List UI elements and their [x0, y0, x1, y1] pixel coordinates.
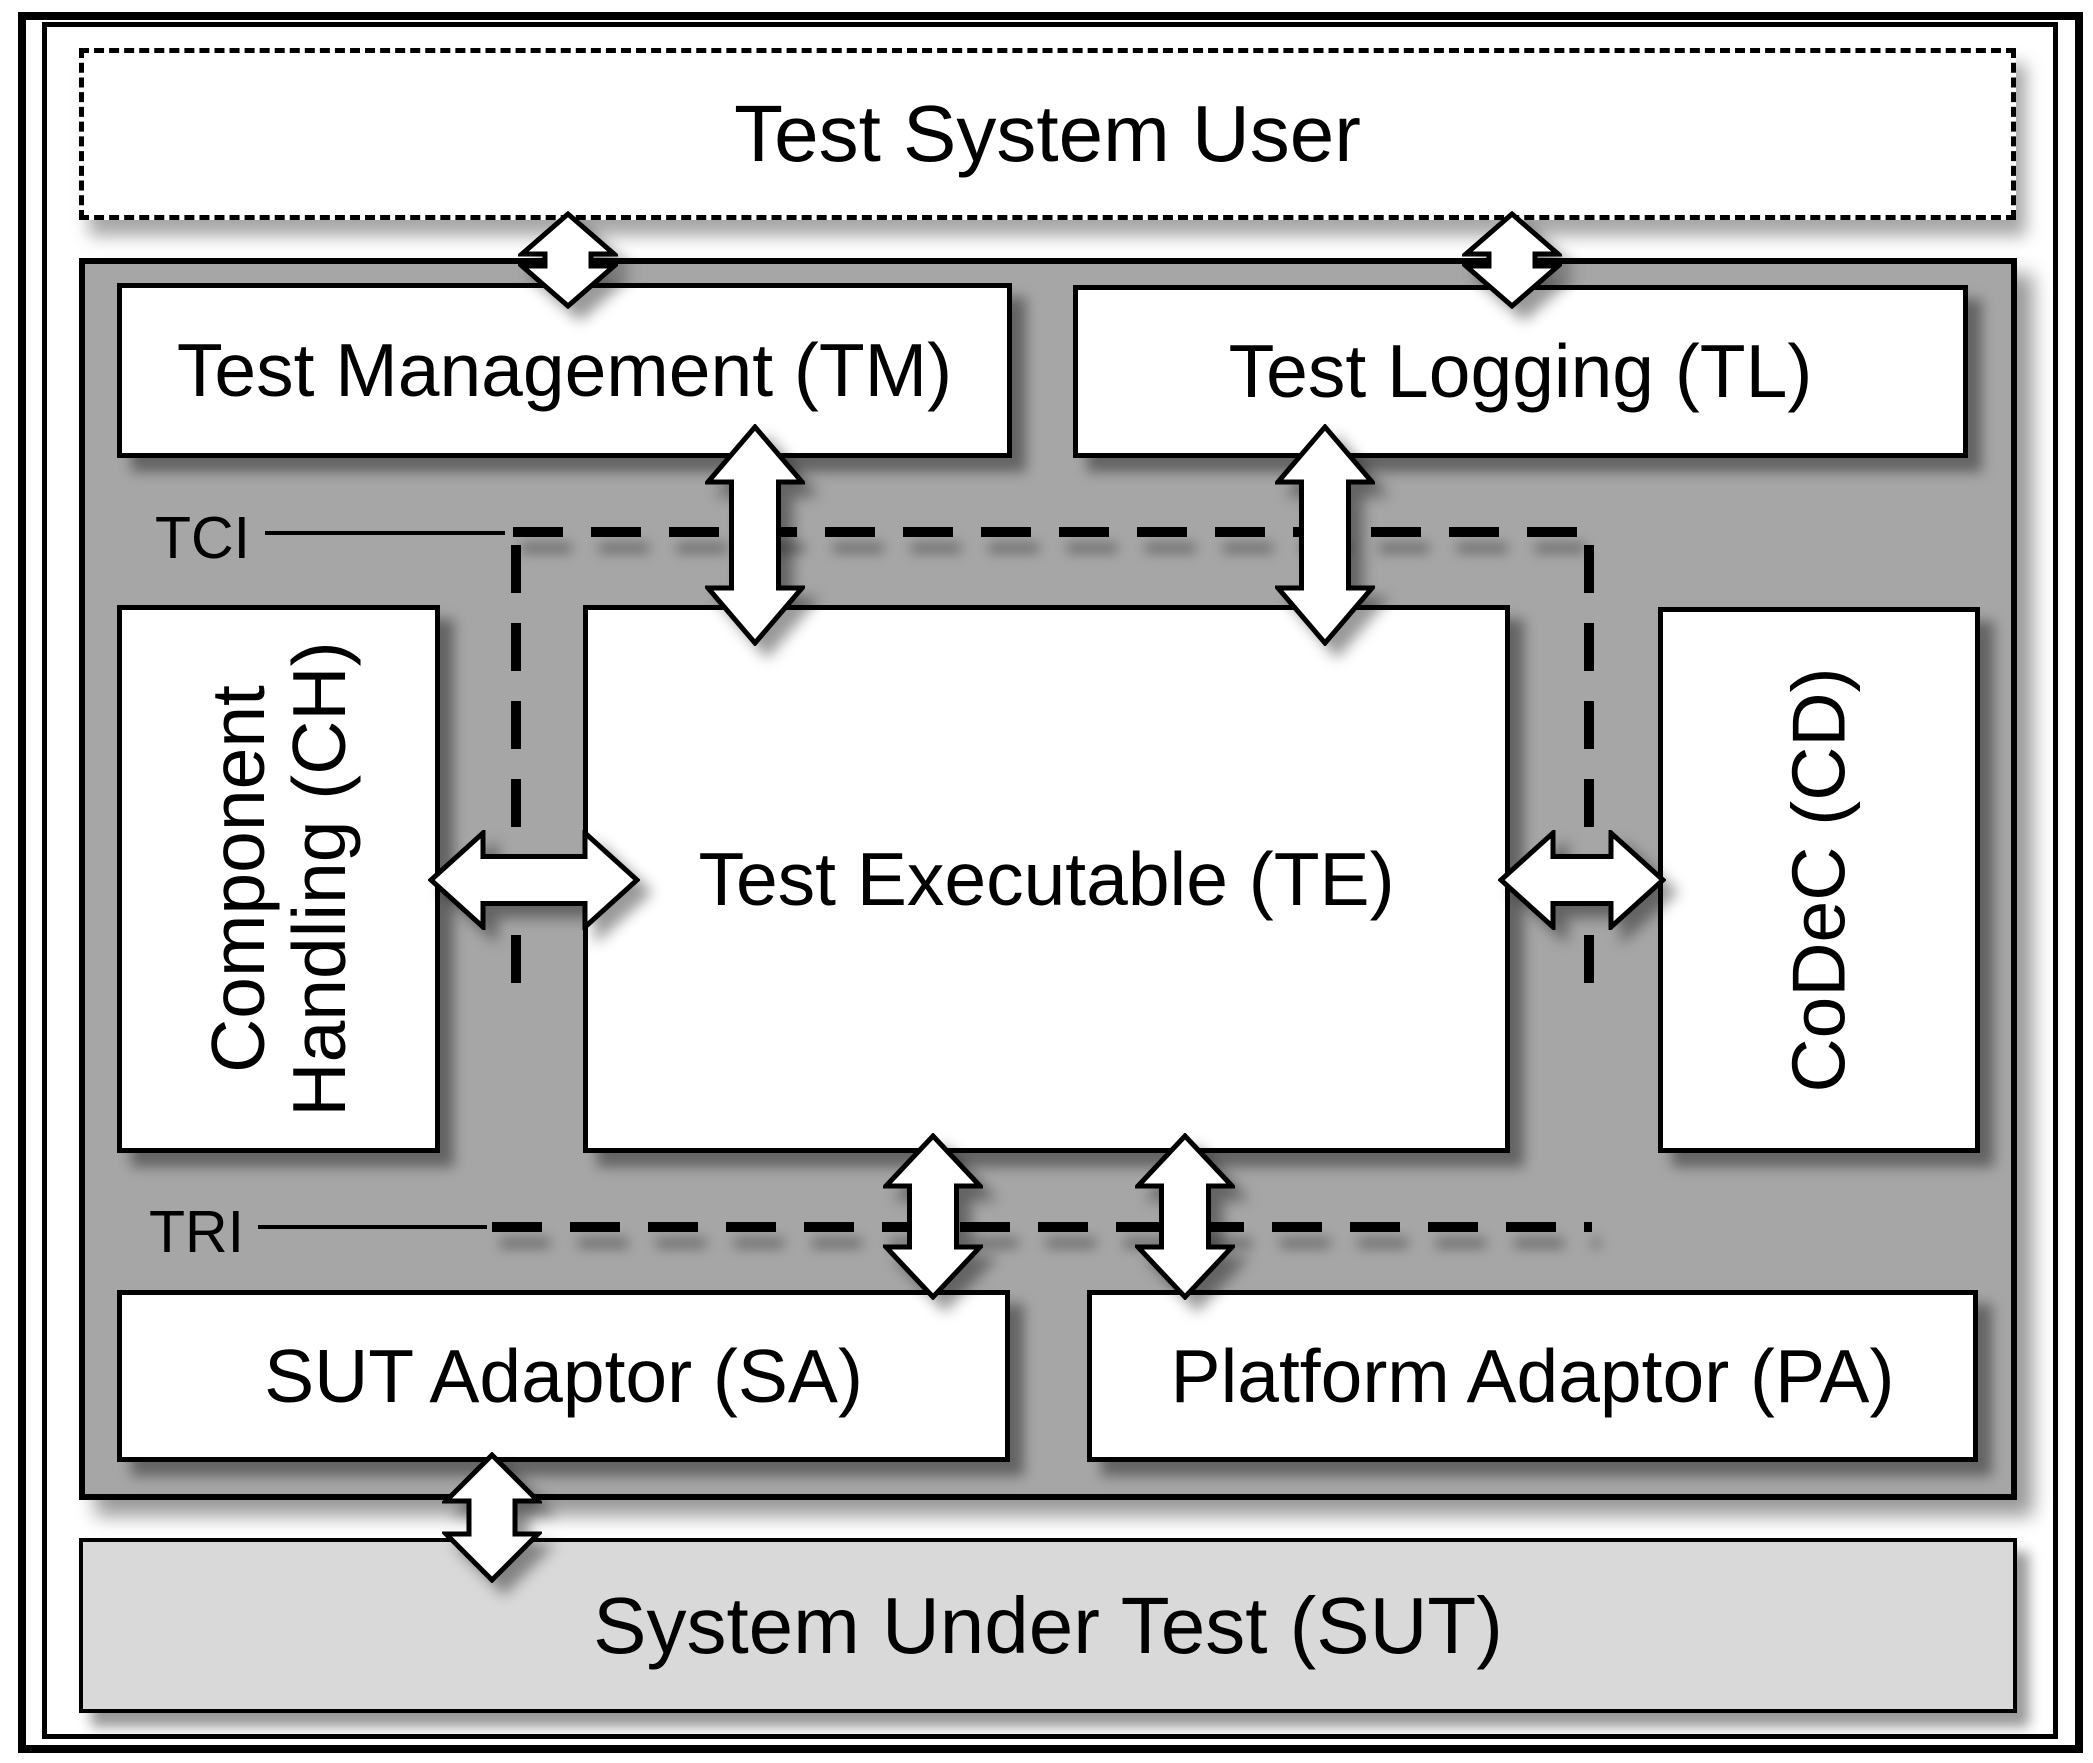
tri-leader-line: [258, 1225, 487, 1229]
test-logging-label: Test Logging (TL): [1228, 329, 1813, 414]
outer-frame: [18, 12, 2083, 1753]
tri-dashed-line: [492, 1222, 1592, 1232]
test-logging-box: Test Logging (TL): [1073, 285, 1968, 458]
test-executable-box: Test Executable (TE): [583, 605, 1510, 1153]
test-system-user-label: Test System User: [734, 89, 1361, 178]
component-handling-label: Component Handling (CH): [195, 641, 361, 1117]
tci-vertical-dashed-right: [1584, 545, 1594, 1000]
test-management-box: Test Management (TM): [117, 283, 1012, 458]
test-system-panel: Test Management (TM) Test Logging (TL) T…: [79, 258, 2017, 1500]
tci-leader-line: [265, 531, 505, 535]
system-under-test-label: System Under Test (SUT): [593, 1580, 1503, 1670]
component-handling-box: Component Handling (CH): [117, 605, 440, 1153]
inner-frame: [42, 22, 2058, 1739]
tci-interface-label: TCI: [155, 505, 251, 571]
double-arrow-tl-te-icon: [1275, 424, 1375, 646]
double-arrow-te-sa-icon: [883, 1133, 983, 1300]
codec-label: CoDeC (CD): [1776, 667, 1861, 1093]
platform-adaptor-box: Platform Adaptor (PA): [1087, 1290, 1978, 1462]
test-executable-label: Test Executable (TE): [698, 836, 1395, 921]
tri-interface-label: TRI: [149, 1199, 245, 1265]
sut-adaptor-label: SUT Adaptor (SA): [264, 1333, 863, 1418]
tri-dashed-line-shadow: [500, 1238, 1600, 1248]
double-arrow-tsu-tl-icon: [1462, 211, 1562, 309]
test-system-user-box: Test System User: [79, 48, 2016, 220]
double-arrow-te-pa-icon: [1135, 1133, 1235, 1300]
tci-dashed-line: [513, 527, 1592, 537]
sut-adaptor-box: SUT Adaptor (SA): [117, 1290, 1010, 1462]
test-management-label: Test Management (TM): [176, 328, 953, 413]
double-arrow-sa-sut-icon: [442, 1452, 542, 1583]
codec-box: CoDeC (CD): [1658, 607, 1980, 1153]
double-arrow-te-cd-icon: [1498, 830, 1666, 930]
system-under-test-box: System Under Test (SUT): [79, 1538, 2017, 1713]
double-arrow-ch-te-icon: [428, 830, 640, 930]
tci-dashed-line-shadow: [521, 543, 1600, 553]
double-arrow-tsu-tm-icon: [518, 211, 618, 309]
tci-vertical-dashed-left: [511, 545, 521, 1008]
double-arrow-tm-te-icon: [705, 424, 805, 646]
platform-adaptor-label: Platform Adaptor (PA): [1170, 1333, 1895, 1418]
